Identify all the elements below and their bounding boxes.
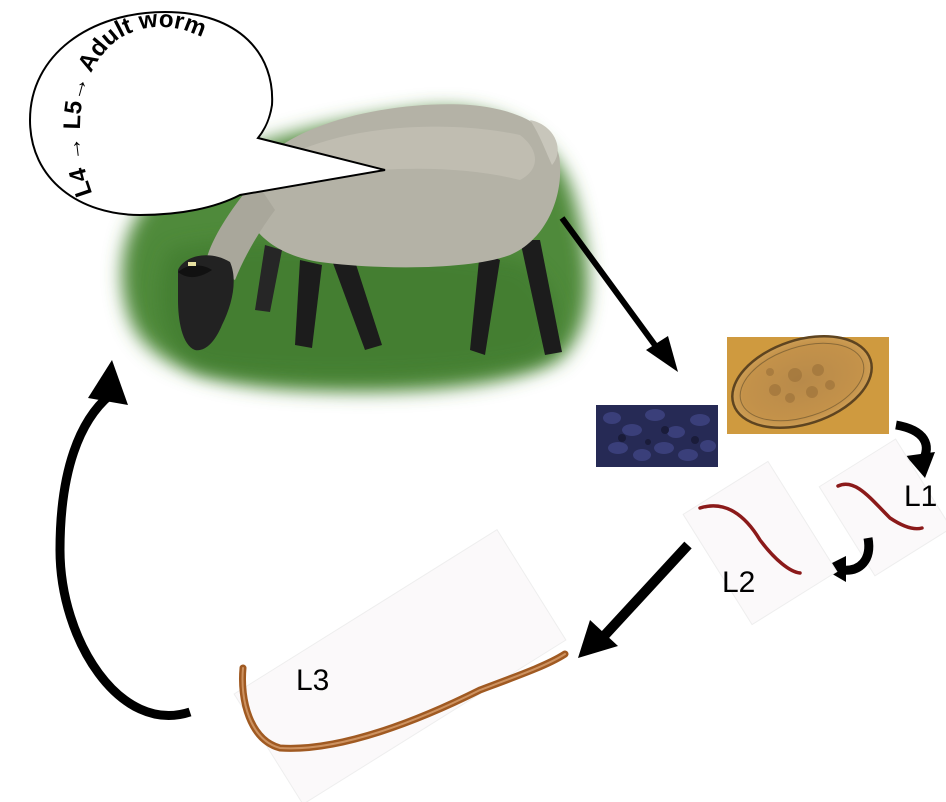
stage-label-l2: L2 <box>722 566 755 600</box>
stage-label-l1: L1 <box>904 480 937 514</box>
arrow-l2-to-l3 <box>578 545 688 658</box>
stage-label-l3: L3 <box>296 664 329 698</box>
egg-image <box>721 320 889 444</box>
l3-panel <box>234 530 566 802</box>
l2-panel <box>683 461 837 624</box>
arrow-l3-to-host <box>60 360 190 715</box>
feces-image <box>596 405 718 467</box>
